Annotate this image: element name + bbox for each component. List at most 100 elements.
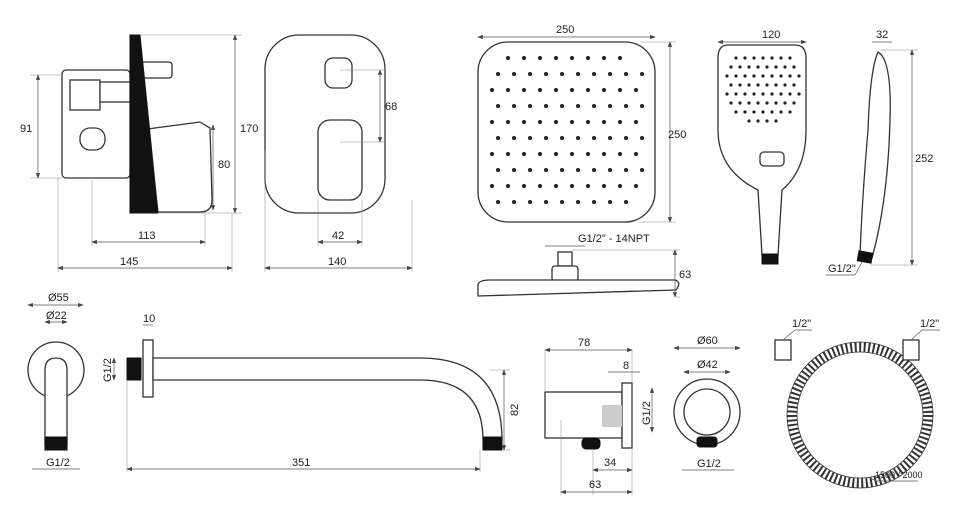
nozzle-hole [576,200,580,204]
nozzle-hole [554,184,558,188]
nozzle-hole [528,168,532,172]
nozzle-hole [747,119,751,123]
dim-ring-thread: G1/2 [697,458,721,470]
dim-ring-outer: Ø60 [697,335,718,347]
nozzle-hole [528,72,532,76]
nozzle-hole [774,65,778,69]
nozzle-hole [522,184,526,188]
nozzle-hole [738,83,742,87]
dim-ring-inner: Ø42 [697,359,718,371]
nozzle-hole [496,136,500,140]
dim-button-distance: 68 [385,101,397,113]
nozzle-hole [788,74,792,78]
nozzle-hole [770,56,774,60]
dim-hose-end-left: 1/2" [792,318,811,330]
nozzle-hole [743,74,747,78]
dim-mixer-body-height: 91 [20,123,32,135]
dim-mixer-total-depth: 145 [120,256,138,268]
nozzle-hole [506,152,510,156]
nozzle-hole [576,104,580,108]
nozzle-hole [761,110,765,114]
dim-head-width: 250 [556,24,574,36]
dim-arm-length: 351 [292,457,310,469]
nozzle-hole [624,104,628,108]
nozzle-hole [761,74,765,78]
nozzle-hole [756,83,760,87]
nozzle-hole [747,83,751,87]
nozzle-hole [734,110,738,114]
nozzle-hole [506,56,510,60]
dim-elbow-outer: Ø55 [48,292,69,304]
nozzle-hole [634,152,638,156]
dim-mixer-total-height: 170 [240,123,258,135]
dim-mixer-lever-height: 80 [218,159,230,171]
nozzle-hole [586,120,590,124]
nozzle-hole [496,168,500,172]
nozzle-hole [586,88,590,92]
dim-hose-end-right: 1/2" [920,318,939,330]
nozzle-hole [602,152,606,156]
nozzle-hole [602,88,606,92]
nozzle-hole [774,83,778,87]
nozzle-pattern [490,56,644,204]
nozzle-hole [538,56,542,60]
nozzle-hole [640,168,644,172]
nozzle-hole [560,168,564,172]
dim-head-depth: 250 [668,129,686,141]
nozzle-hole [608,72,612,76]
hand-nozzle-pattern [725,56,801,123]
nozzle-hole [554,120,558,124]
nozzle-hole [743,92,747,96]
nozzle-hole [729,65,733,69]
dim-outlet-depth: 78 [578,337,590,349]
nozzle-hole [752,92,756,96]
nozzle-hole [560,136,564,140]
nozzle-hole [592,200,596,204]
shower-hose: 1/2" 1/2" 1500 / 2000 [774,318,940,489]
nozzle-hole [765,65,769,69]
dim-arm-drop: 82 [509,404,521,416]
nozzle-hole [624,72,628,76]
nozzle-hole [560,72,564,76]
nozzle-hole [570,56,574,60]
nozzle-hole [756,65,760,69]
nozzle-hole [743,56,747,60]
nozzle-hole [570,152,574,156]
nozzle-hole [586,152,590,156]
nozzle-hole [770,92,774,96]
nozzle-hole [779,92,783,96]
nozzle-hole [522,56,526,60]
nozzle-hole [765,83,769,87]
nozzle-hole [544,72,548,76]
dim-hose-length: 1500 / 2000 [875,470,923,480]
nozzle-hole [779,56,783,60]
nozzle-hole [538,120,542,124]
nozzle-hole [586,56,590,60]
nozzle-hole [618,56,622,60]
dim-elbow-inner: Ø22 [46,310,67,322]
nozzle-hole [522,88,526,92]
nozzle-hole [797,92,801,96]
nozzle-hole [544,136,548,140]
nozzle-hole [792,83,796,87]
nozzle-hole [634,120,638,124]
nozzle-hole [496,72,500,76]
nozzle-hole [554,152,558,156]
nozzle-hole [496,104,500,108]
nozzle-hole [592,72,596,76]
nozzle-hole [528,104,532,108]
nozzle-hole [624,136,628,140]
nozzle-hole [729,101,733,105]
nozzle-hole [774,101,778,105]
dim-head-thread: G1/2" - 14NPT [578,233,650,245]
nozzle-hole [538,88,542,92]
nozzle-hole [570,120,574,124]
nozzle-hole [602,184,606,188]
nozzle-hole [528,200,532,204]
nozzle-hole [490,152,494,156]
nozzle-hole [592,104,596,108]
nozzle-hole [783,83,787,87]
wall-outlet-front: Ø60 Ø42 G1/2 [673,335,741,471]
nozzle-hole [512,72,516,76]
nozzle-hole [576,72,580,76]
